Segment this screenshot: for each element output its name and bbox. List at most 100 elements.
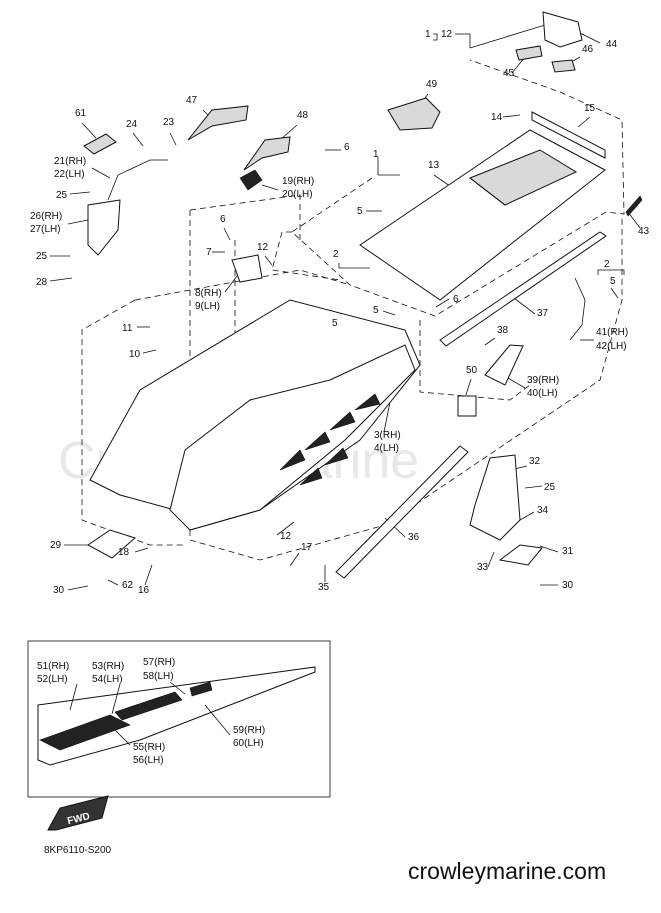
callout-c29: 29	[50, 540, 62, 551]
diagram-code: 8KP6110-S200	[44, 845, 112, 856]
callout-c30a: 30	[53, 585, 65, 596]
callout-c46: 46	[582, 44, 594, 55]
callout-c36: 36	[408, 532, 420, 543]
callout-c11: 11	[122, 323, 133, 334]
callout-c52: 52(LH)	[37, 674, 68, 685]
callout-c32: 32	[529, 456, 541, 467]
callout-c6b: 6	[220, 214, 226, 225]
pad-46	[551, 59, 576, 73]
parts	[83, 11, 643, 579]
callout-c9: 9(LH)	[195, 301, 220, 312]
callout-c20: 20(LH)	[282, 189, 313, 200]
callout-c23: 23	[163, 117, 175, 128]
callout-c2a: 2	[333, 249, 339, 260]
callout-c25b: 25	[36, 251, 48, 262]
callout-c41: 41(RH)	[596, 327, 628, 338]
bracket-44	[542, 11, 583, 48]
callout-c4: 4(LH)	[374, 443, 399, 454]
callout-c40: 40(LH)	[527, 388, 558, 399]
callout-c30b: 30	[562, 580, 574, 591]
callout-c13: 13	[428, 160, 440, 171]
bracket-26	[87, 199, 121, 256]
callout-c56: 56(LH)	[133, 755, 164, 766]
callout-c12b: 12	[257, 242, 269, 253]
callout-c12c: 12	[280, 531, 292, 542]
callout-c49: 49	[426, 79, 438, 90]
callout-c25c: 25	[544, 482, 556, 493]
tunnel-top-13	[359, 129, 606, 301]
bracket-8	[231, 254, 263, 283]
callout-c7: 7	[206, 247, 212, 258]
callout-c34: 34	[537, 505, 549, 516]
callout-c60: 60(LH)	[233, 738, 264, 749]
rod-36	[335, 445, 469, 579]
callout-c6a: 6	[344, 142, 350, 153]
pad-49	[387, 97, 441, 131]
callout-c1: 1	[373, 149, 379, 160]
callout-c45: 45	[503, 68, 515, 79]
truss	[279, 393, 381, 486]
callout-c18: 18	[118, 547, 130, 558]
callout-c50: 50	[466, 365, 478, 376]
part-19	[239, 169, 263, 191]
callout-c43: 43	[638, 226, 650, 237]
callout-c22: 22(LH)	[54, 169, 85, 180]
callout-c16: 16	[138, 585, 150, 596]
callout-c6c: 6	[453, 294, 459, 305]
callout-c17: 17	[301, 542, 313, 553]
callout-c47: 47	[186, 95, 198, 106]
callout-c15: 15	[584, 103, 596, 114]
callout-c12a: 12	[441, 29, 453, 40]
callout-c8: 8(RH)	[195, 288, 222, 299]
website-footer: crowleymarine.com	[408, 858, 607, 884]
callout-c14: 14	[491, 112, 503, 123]
callout-c3: 3(RH)	[374, 430, 401, 441]
fwd-badge: FWD	[47, 795, 109, 831]
callout-c1b: 1	[425, 29, 431, 40]
callout-c28: 28	[36, 277, 48, 288]
callout-c25a: 25	[56, 190, 68, 201]
callout-c5d: 5	[332, 318, 338, 329]
bar-37	[439, 231, 607, 347]
callout-c57: 57(RH)	[143, 657, 175, 668]
fwd-text: FWD	[66, 811, 91, 827]
chain-41	[569, 277, 586, 341]
side-panel	[169, 344, 416, 531]
decal-stripe-b	[114, 691, 183, 721]
callout-c2b: 2	[604, 259, 610, 270]
handle-29	[87, 529, 136, 559]
bar-21	[107, 159, 168, 201]
decal-strip	[37, 666, 316, 766]
callout-c58: 58(LH)	[143, 671, 174, 682]
decal-stripe-a	[39, 714, 131, 751]
part-61	[83, 133, 117, 155]
callout-c54: 54(LH)	[92, 674, 123, 685]
callout-c21: 21(RH)	[54, 156, 86, 167]
callout-c5b: 5	[610, 276, 616, 287]
callout-c27: 27(LH)	[30, 224, 61, 235]
callout-c44: 44	[606, 39, 618, 50]
callout-c31: 31	[562, 546, 574, 557]
callout-c62: 62	[122, 580, 134, 591]
callout-c37: 37	[537, 308, 549, 319]
callout-c33: 33	[477, 562, 489, 573]
callout-c24: 24	[126, 119, 138, 130]
callout-c26: 26(RH)	[30, 211, 62, 222]
decal-stripe-c	[189, 681, 213, 697]
callout-c55: 55(RH)	[133, 742, 165, 753]
callout-c5c: 5	[373, 305, 379, 316]
bracket-39	[484, 344, 524, 386]
callout-c19: 19(RH)	[282, 176, 314, 187]
callout-c39: 39(RH)	[527, 375, 559, 386]
callout-c59: 59(RH)	[233, 725, 265, 736]
block-50	[457, 395, 477, 417]
callout-c51: 51(RH)	[37, 661, 69, 672]
footrest-32	[469, 454, 521, 541]
callout-c38: 38	[497, 325, 509, 336]
pad-45	[515, 45, 543, 61]
pad-47	[187, 105, 249, 141]
leader-lines	[49, 24, 641, 591]
pad-48	[243, 136, 291, 171]
